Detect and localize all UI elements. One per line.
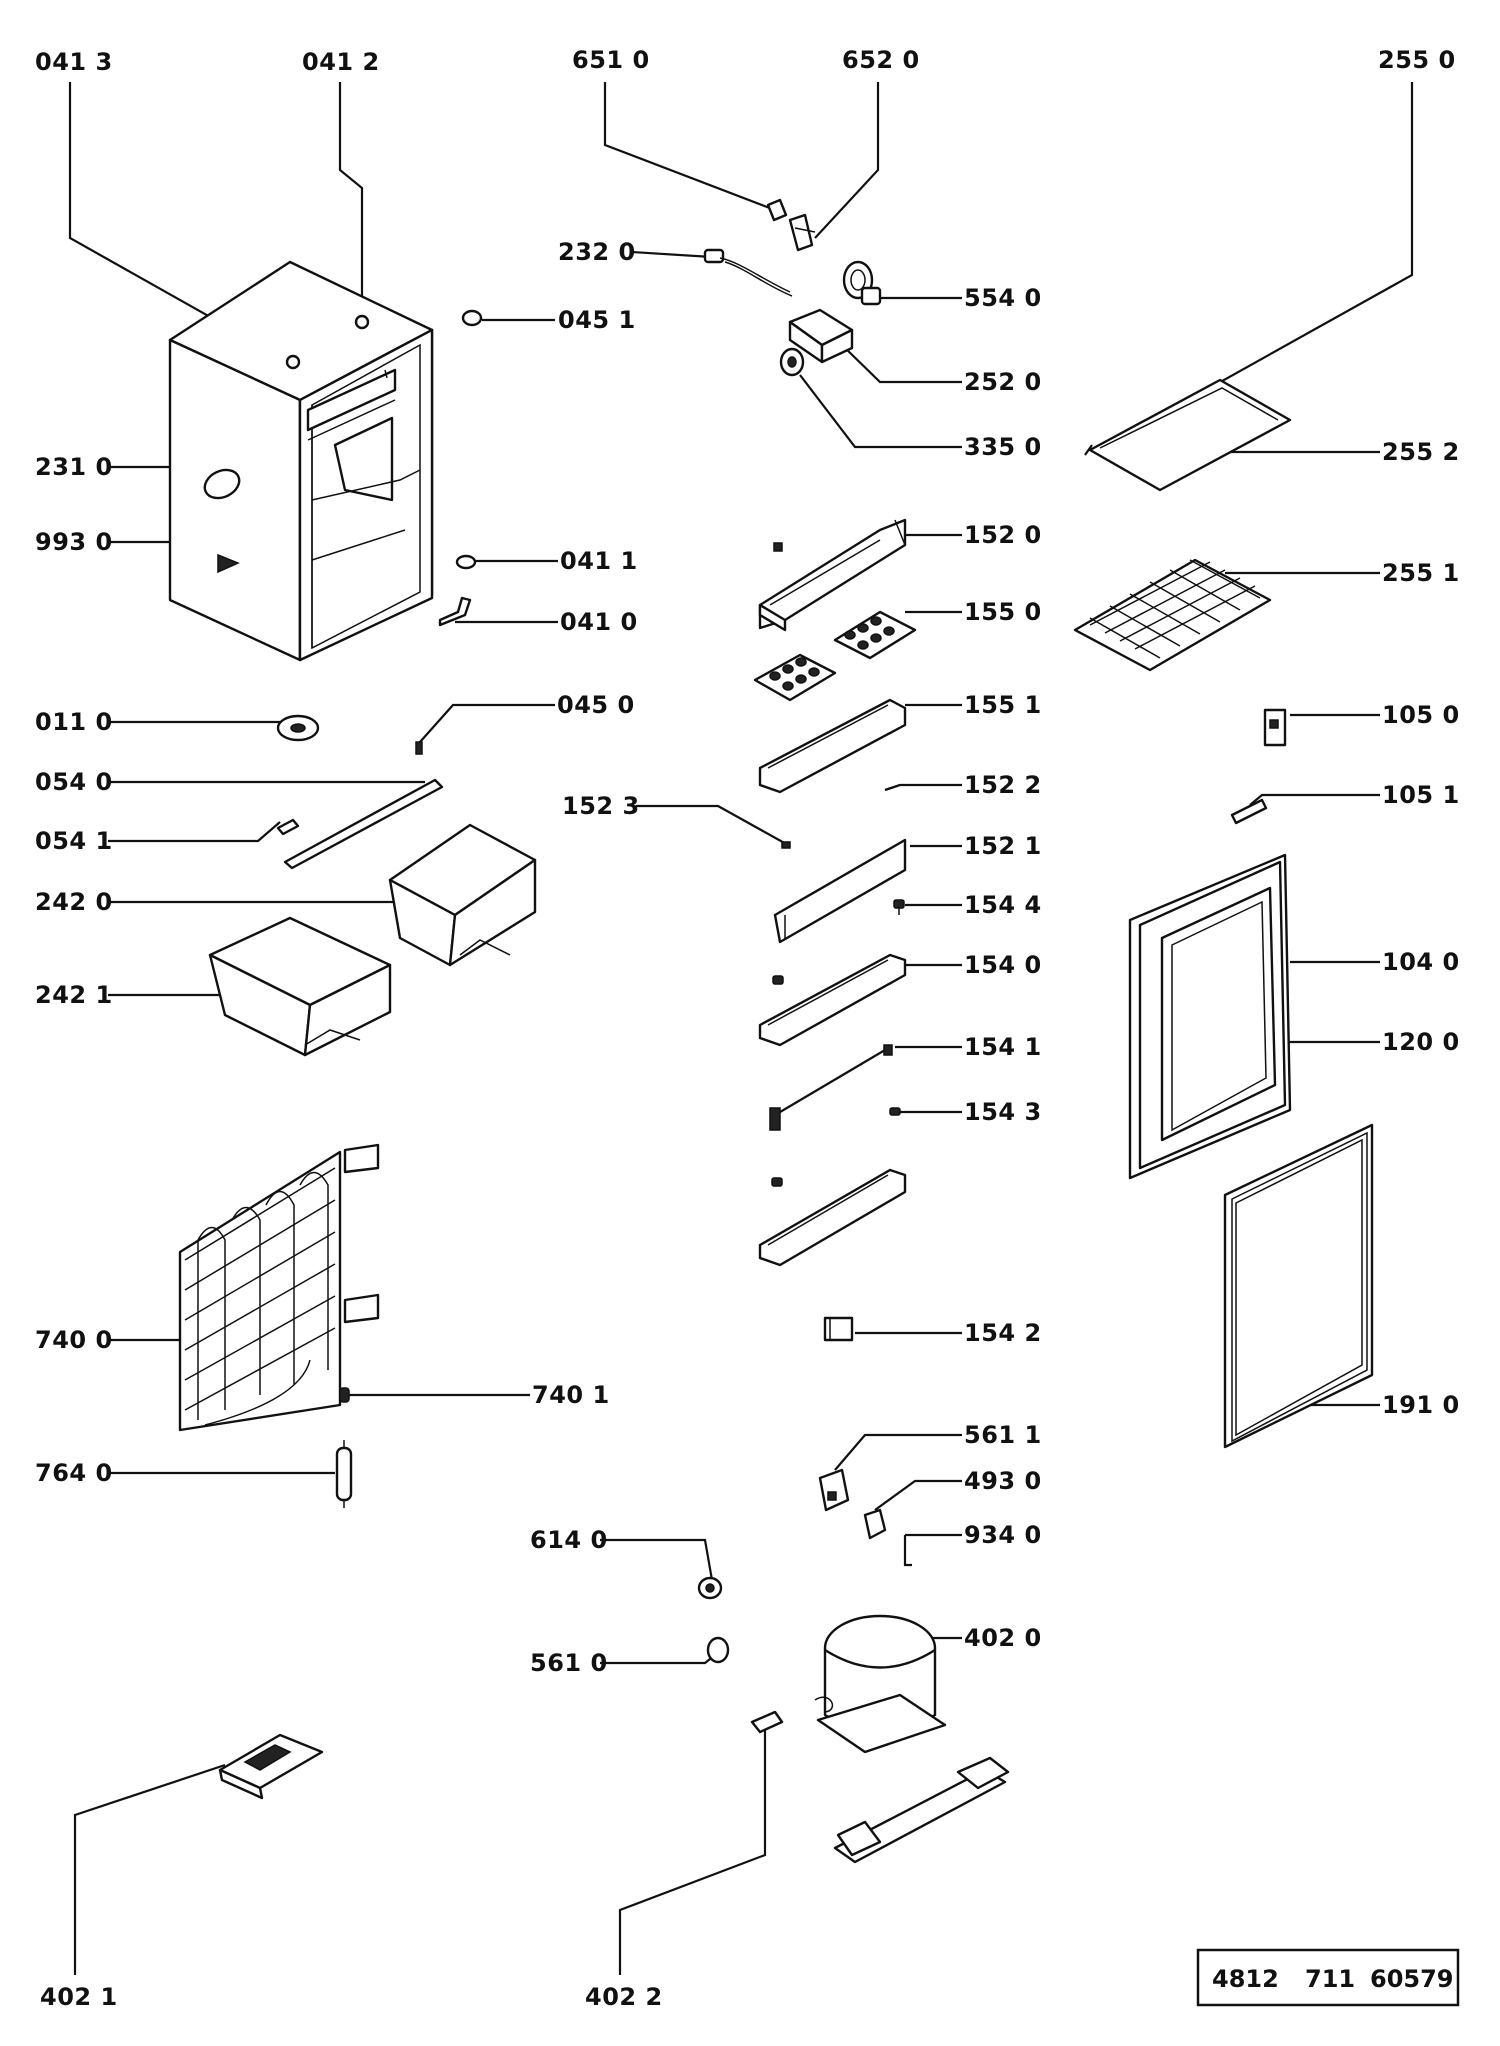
part-protector-4930: [863, 1508, 887, 1540]
callout-6520: 652 0: [842, 46, 920, 74]
part-hinge-1050: [1263, 708, 1287, 747]
part-condenser-7400: [178, 1143, 380, 1432]
part-gasket-1910: [1223, 1123, 1374, 1449]
part-plug-7401: [339, 1387, 350, 1403]
part-base-plate: [833, 1756, 1010, 1864]
part-grid-shelf-2551: [1073, 558, 1272, 672]
callout-1520: 152 0: [964, 521, 1042, 549]
part-knob-1544: [893, 899, 905, 915]
callout-1200: 120 0: [1382, 1028, 1460, 1056]
part-cap-5610: [706, 1636, 730, 1664]
part-bracket-4022: [750, 1710, 784, 1734]
part-clip-9340: [903, 1535, 912, 1567]
part-crisper-2420: [388, 823, 537, 967]
callout-1051: 105 1: [1382, 781, 1460, 809]
part-crisper-2421: [208, 916, 392, 1057]
callout-5610: 561 0: [530, 1649, 608, 1677]
callout-1542: 154 2: [964, 1319, 1042, 1347]
part-rod-1541: [769, 1044, 893, 1131]
callout-4930: 493 0: [964, 1467, 1042, 1495]
callout-4021: 402 1: [40, 1983, 118, 2011]
callout-2520: 252 0: [964, 368, 1042, 396]
callout-1910: 191 0: [1382, 1391, 1460, 1419]
callout-0451: 045 1: [558, 306, 636, 334]
callout-6510: 651 0: [572, 46, 650, 74]
callout-2320: 232 0: [558, 238, 636, 266]
part-door-rack-1520: [758, 518, 907, 632]
callout-0411: 041 1: [560, 547, 638, 575]
code-part-1: 4812: [1212, 1965, 1279, 1993]
callout-2310: 231 0: [35, 453, 113, 481]
callout-4020: 402 0: [964, 1624, 1042, 1652]
part-rack-bottom: [758, 1168, 907, 1267]
part-screw-1543: [889, 1107, 901, 1116]
part-relay-5611: [818, 1468, 850, 1512]
callout-3350: 335 0: [964, 433, 1042, 461]
part-bracket-1542: [823, 1316, 854, 1342]
callout-1040: 104 0: [1382, 948, 1460, 976]
part-door-1040: [1128, 853, 1292, 1180]
callout-1551: 155 1: [964, 691, 1042, 719]
part-shelf-2552: [1084, 378, 1292, 492]
callout-2550: 255 0: [1378, 46, 1456, 74]
part-number-box: 4812 711 60579: [1196, 1948, 1460, 2007]
callout-2420: 242 0: [35, 888, 113, 916]
part-filter-7640: [335, 1440, 353, 1508]
callout-0450: 045 0: [557, 691, 635, 719]
callout-9930: 993 0: [35, 528, 113, 556]
callout-1522: 152 2: [964, 771, 1042, 799]
part-bar-054: [276, 778, 444, 870]
callout-2552: 255 2: [1382, 438, 1460, 466]
callout-4022: 402 2: [585, 1983, 663, 2011]
code-part-2: 711: [1305, 1965, 1355, 1993]
callout-0540: 054 0: [35, 768, 113, 796]
callout-7640: 764 0: [35, 1459, 113, 1487]
part-cover-4021: [218, 1733, 324, 1800]
callout-0110: 011 0: [35, 708, 113, 736]
part-front-1521: [773, 838, 907, 944]
callout-7400: 740 0: [35, 1326, 113, 1354]
callout-1550: 155 0: [964, 598, 1042, 626]
callout-1540: 154 0: [964, 951, 1042, 979]
part-clip-1523: [781, 841, 791, 849]
callout-1543: 154 3: [964, 1098, 1042, 1126]
code-part-3: 60579: [1370, 1965, 1454, 1993]
thermostat-group: [703, 198, 882, 377]
callout-0410: 041 0: [560, 608, 638, 636]
hinge-parts: [203, 309, 483, 627]
part-compressor-4020: [814, 1614, 947, 1754]
part-screw-0450: [415, 741, 423, 755]
callout-1050: 105 0: [1382, 701, 1460, 729]
callout-6140: 614 0: [530, 1526, 608, 1554]
callout-1523: 152 3: [562, 792, 640, 820]
callout-5611: 561 1: [964, 1421, 1042, 1449]
callout-1521: 152 1: [964, 832, 1042, 860]
callout-1541: 154 1: [964, 1033, 1042, 1061]
callout-2421: 242 1: [35, 981, 113, 1009]
part-rack-1551: [758, 698, 907, 794]
callout-1544: 154 4: [964, 891, 1042, 919]
cabinet: [168, 260, 434, 662]
callout-labels: 041 3 041 2 651 0 652 0 255 0 232 0 045 …: [35, 46, 1460, 2011]
part-egg-trays-1550: [753, 610, 917, 702]
callout-9340: 934 0: [964, 1521, 1042, 1549]
part-grommet-6140: [697, 1576, 723, 1600]
callout-0412: 041 2: [302, 48, 380, 76]
part-hinge-1051: [1230, 798, 1268, 825]
callout-2551: 255 1: [1382, 559, 1460, 587]
part-drain-plug: [276, 714, 320, 742]
callout-0413: 041 3: [35, 48, 113, 76]
callout-0541: 054 1: [35, 827, 113, 855]
callout-7401: 740 1: [532, 1381, 610, 1409]
callout-5540: 554 0: [964, 284, 1042, 312]
part-rack-1540: [758, 953, 907, 1047]
